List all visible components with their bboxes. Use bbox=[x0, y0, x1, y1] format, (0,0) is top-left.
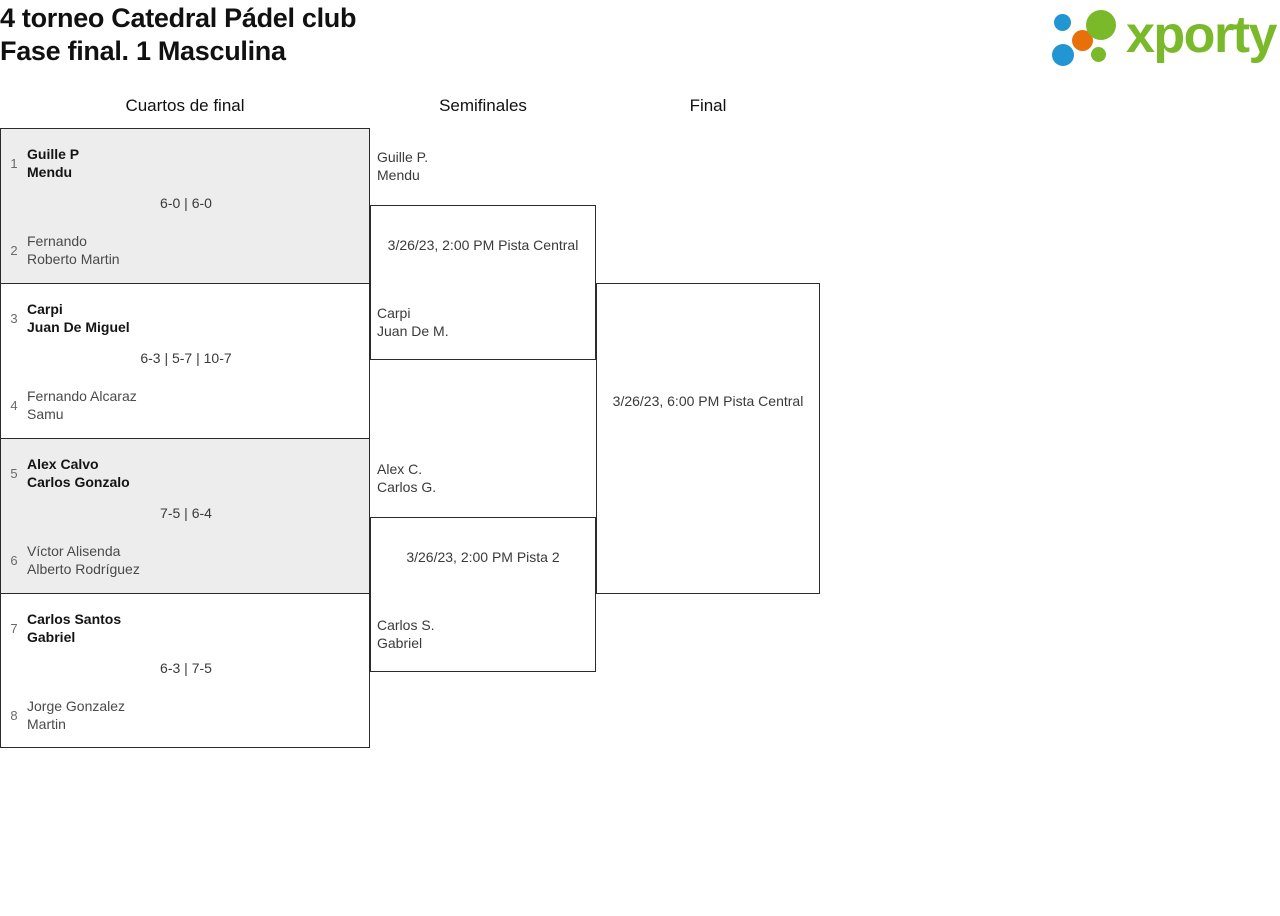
round-header-quarterfinals: Cuartos de final bbox=[125, 96, 245, 115]
match-participant-top[interactable]: Guille P. Mendu bbox=[377, 148, 592, 184]
player-name-2: Gabriel bbox=[27, 629, 76, 645]
match-qf-3[interactable]: 5 Alex Calvo Carlos Gonzalo 7-5 | 6-4 6 … bbox=[0, 438, 370, 593]
match-participant-bottom[interactable]: 2 Fernando Roberto Martin bbox=[1, 227, 371, 273]
participant-names: Alex Calvo Carlos Gonzalo bbox=[27, 455, 130, 491]
seed-number: 7 bbox=[10, 620, 18, 636]
player-name-2: Gabriel bbox=[377, 635, 423, 651]
player-name-1: Carlos Santos bbox=[27, 611, 122, 627]
seed-number: 8 bbox=[10, 707, 18, 723]
player-name-1: Carlos S. bbox=[377, 617, 435, 633]
logo-dot-blue-small bbox=[1054, 14, 1071, 31]
logo-dot-green-small bbox=[1091, 47, 1106, 62]
match-sf-2[interactable]: Alex C. Carlos G. 3/26/23, 2:00 PM Pista… bbox=[370, 0, 596, 916]
match-qf-1[interactable]: 1 Guille P Mendu 6-0 | 6-0 2 Fernando Ro… bbox=[0, 128, 370, 283]
match-qf-4[interactable]: 7 Carlos Santos Gabriel 6-3 | 7-5 8 Jorg… bbox=[0, 593, 370, 748]
player-name-2: Juan De M. bbox=[377, 323, 449, 339]
logo-dot-green-large bbox=[1086, 10, 1116, 40]
match-qf-2[interactable]: 3 Carpi Juan De Miguel 6-3 | 5-7 | 10-7 … bbox=[0, 283, 370, 438]
player-name-2: Juan De Miguel bbox=[27, 319, 130, 335]
xporty-logo[interactable]: xporty bbox=[1052, 6, 1277, 66]
participant-names: Fernando Alcaraz Samu bbox=[27, 387, 137, 423]
player-name-1: Carpi bbox=[27, 301, 63, 317]
logo-dot-orange bbox=[1072, 30, 1093, 51]
player-name-1: Alex Calvo bbox=[27, 456, 99, 472]
match-box[interactable] bbox=[370, 205, 596, 360]
match-participant-bottom[interactable]: 4 Fernando Alcaraz Samu bbox=[1, 382, 371, 428]
participant-names: Carlos Santos Gabriel bbox=[27, 610, 121, 646]
participant-names: Fernando Roberto Martin bbox=[27, 232, 120, 268]
participant-names: Jorge Gonzalez Martin bbox=[27, 697, 125, 733]
match-participant-top[interactable]: Alex C. Carlos G. bbox=[377, 460, 592, 496]
match-participant-bottom[interactable]: Carlos S. Gabriel bbox=[377, 616, 592, 652]
participant-names: Carpi Juan De Miguel bbox=[27, 300, 130, 336]
round-header-final: Final bbox=[689, 96, 727, 115]
seed-number: 1 bbox=[10, 155, 18, 171]
match-participant-bottom[interactable]: Carpi Juan De M. bbox=[377, 304, 592, 340]
player-name-2: Mendu bbox=[377, 167, 420, 183]
player-name-2: Carlos Gonzalo bbox=[27, 474, 130, 490]
match-score: 7-5 | 6-4 bbox=[160, 505, 212, 521]
tournament-title: 4 torneo Catedral Pádel club bbox=[0, 3, 357, 33]
match-participant-top[interactable]: 7 Carlos Santos Gabriel bbox=[1, 605, 371, 651]
logo-wordmark: xporty bbox=[1126, 6, 1277, 64]
player-name-1: Guille P. bbox=[377, 149, 429, 165]
match-box[interactable] bbox=[596, 283, 820, 594]
player-name-2: Martin bbox=[27, 716, 66, 732]
match-participant-top[interactable]: 3 Carpi Juan De Miguel bbox=[1, 295, 371, 341]
player-name-1: Carpi bbox=[377, 305, 411, 321]
logo-dots-icon bbox=[1052, 8, 1130, 66]
match-score: 6-3 | 7-5 bbox=[160, 660, 212, 676]
player-name-1: Fernando bbox=[27, 233, 87, 249]
seed-number: 3 bbox=[10, 310, 18, 326]
seed-number: 2 bbox=[10, 242, 18, 258]
player-name-1: Guille P bbox=[27, 146, 80, 162]
player-name-2: Samu bbox=[27, 406, 64, 422]
match-sf-1[interactable]: Guille P. Mendu 3/26/23, 2:00 PM Pista C… bbox=[370, 0, 596, 916]
player-name-1: Víctor Alisenda bbox=[27, 543, 121, 559]
seed-number: 4 bbox=[10, 397, 18, 413]
seed-number: 6 bbox=[10, 552, 18, 568]
player-name-2: Alberto Rodríguez bbox=[27, 561, 140, 577]
match-box[interactable] bbox=[370, 517, 596, 672]
page-header: 4 torneo Catedral Pádel club Fase final.… bbox=[0, 0, 1280, 80]
player-name-2: Mendu bbox=[27, 164, 73, 180]
match-schedule: 3/26/23, 6:00 PM Pista Central bbox=[612, 393, 804, 409]
match-score: 6-3 | 5-7 | 10-7 bbox=[140, 350, 232, 366]
match-participant-top[interactable]: 5 Alex Calvo Carlos Gonzalo bbox=[1, 450, 371, 496]
player-name-1: Jorge Gonzalez bbox=[27, 698, 126, 714]
match-participant-top[interactable]: 1 Guille P Mendu bbox=[1, 140, 371, 186]
match-schedule: 3/26/23, 2:00 PM Pista 2 bbox=[406, 549, 560, 565]
tournament-subtitle: Fase final. 1 Masculina bbox=[0, 36, 286, 66]
match-participant-bottom[interactable]: 6 Víctor Alisenda Alberto Rodríguez bbox=[1, 537, 371, 583]
logo-dot-blue-large bbox=[1052, 44, 1074, 66]
match-participant-bottom[interactable]: 8 Jorge Gonzalez Martin bbox=[1, 692, 371, 738]
player-name-1: Fernando Alcaraz bbox=[27, 388, 137, 404]
match-schedule: 3/26/23, 2:00 PM Pista Central bbox=[387, 237, 579, 253]
participant-names: Guille P Mendu bbox=[27, 145, 79, 181]
seed-number: 5 bbox=[10, 465, 18, 481]
round-header-semifinals: Semifinales bbox=[439, 96, 527, 115]
participant-names: Víctor Alisenda Alberto Rodríguez bbox=[27, 542, 140, 578]
player-name-1: Alex C. bbox=[377, 461, 423, 477]
match-score: 6-0 | 6-0 bbox=[160, 195, 212, 211]
player-name-2: Roberto Martin bbox=[27, 251, 120, 267]
player-name-2: Carlos G. bbox=[377, 479, 437, 495]
